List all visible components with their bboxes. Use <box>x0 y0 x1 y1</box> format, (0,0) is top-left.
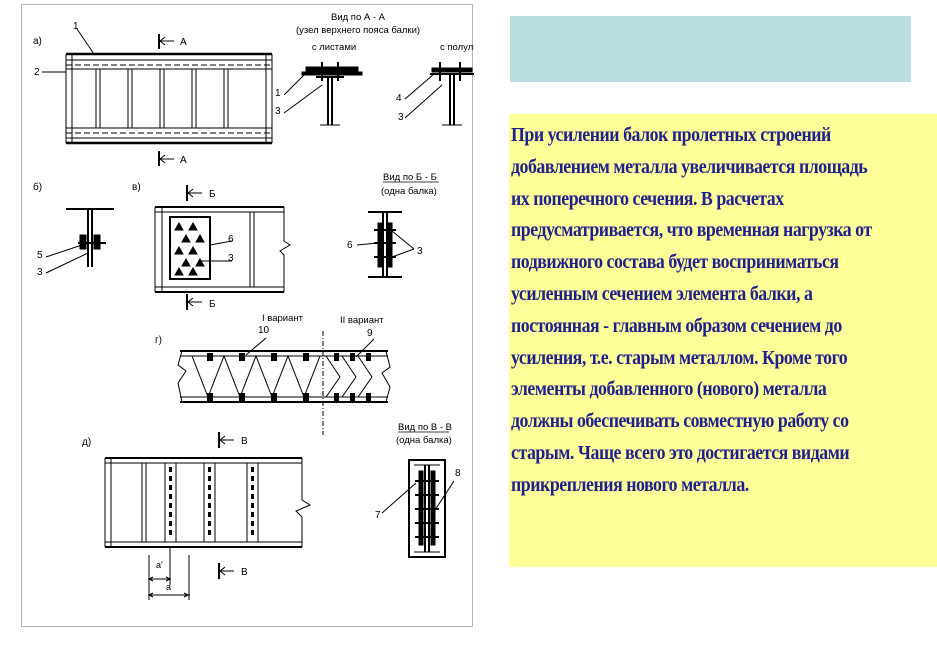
section-with-plates <box>283 62 363 126</box>
drawing-svg: а) 1 2 А А Вид по А - А (узел верхнего п… <box>33 12 474 600</box>
text-line: усиленным сечением элемента балки, а <box>511 282 813 305</box>
view-vv-subtitle: (одна балка) <box>396 435 452 446</box>
fig-g-truss <box>177 331 391 435</box>
explanation-text-box: При усилении балок пролетных строений до… <box>509 114 937 567</box>
fig-d-label: д) <box>82 437 91 448</box>
callout-1-aa: 1 <box>275 88 281 99</box>
fig-a-plan <box>42 28 273 145</box>
callout-2: 2 <box>34 67 40 78</box>
callout-6-bb: 6 <box>347 240 353 251</box>
text-line: усиления, т.е. старым металлом. Кроме то… <box>511 346 848 369</box>
callout-9: 9 <box>367 328 373 339</box>
callout-3-aa: 3 <box>275 106 281 117</box>
callout-4: 4 <box>396 93 402 104</box>
section-bb <box>356 211 415 278</box>
callout-7: 7 <box>375 510 381 521</box>
view-vv-title: Вид по В - В <box>398 422 452 433</box>
text-line: предусматривается, что временная нагрузк… <box>511 219 872 242</box>
explanation-text: При усилении балок пролетных строений до… <box>511 120 933 502</box>
text-line: должны обеспечивать совместную работу со <box>511 410 849 433</box>
fig-g-label: г) <box>155 335 162 346</box>
text-line: старым. Чаще всего это достигается видам… <box>511 441 850 464</box>
dim-a1: а' <box>156 560 163 570</box>
callout-1-a: 1 <box>73 21 79 32</box>
view-aa-subtitle: (узел верхнего пояса балки) <box>296 25 420 36</box>
cut-marks-v <box>218 432 234 579</box>
title-placeholder-box <box>510 16 911 82</box>
view-bb-subtitle: (одна балка) <box>381 186 437 197</box>
text-line: При усилении балок пролетных строений <box>511 124 831 146</box>
cut-v-bottom: В <box>241 567 248 578</box>
variant-2-label: II вариант <box>340 315 384 326</box>
cut-a-top: А <box>180 37 187 48</box>
text-line: подвижного состава будет восприниматься <box>511 251 839 274</box>
text-line: элементы добавленного (нового) металла <box>511 378 827 401</box>
dim-a: а <box>166 582 171 592</box>
cut-a-bottom: А <box>180 155 187 166</box>
callout-10: 10 <box>258 325 270 336</box>
fig-b-section <box>45 208 114 274</box>
fig-a-label: а) <box>33 36 42 47</box>
callout-6-v: 6 <box>228 234 234 245</box>
callout-3-aa2: 3 <box>398 112 404 123</box>
text-line: их поперечного сечения. В расчетах <box>511 187 784 210</box>
cut-b-top: Б <box>209 189 216 200</box>
cut-marks-b <box>186 185 202 310</box>
callout-3-b: 3 <box>37 267 43 278</box>
callout-3-v: 3 <box>228 253 234 264</box>
cut-marks-a <box>158 34 174 166</box>
callout-8: 8 <box>455 468 461 479</box>
section-with-semi-plates <box>404 62 474 126</box>
view-aa-title: Вид по А - А <box>331 12 386 23</box>
reinforcement-drawing: а) 1 2 А А Вид по А - А (узел верхнего п… <box>21 4 474 627</box>
text-line: постоянная - главным образом сечением до <box>511 314 842 337</box>
text-line: добавлением металла увеличивается площад… <box>511 155 868 178</box>
fig-v-label: в) <box>132 182 141 193</box>
callout-3-bb: 3 <box>417 246 423 257</box>
callout-5: 5 <box>37 250 43 261</box>
cut-v-top: В <box>241 436 248 447</box>
fig-b-label: б) <box>33 181 42 193</box>
cut-b-bottom: Б <box>209 299 216 310</box>
fig-v-plan <box>154 206 291 293</box>
text-line: прикрепления нового металла. <box>511 473 749 496</box>
with-plates-label: с листами <box>312 42 356 53</box>
fig-d-plan <box>104 457 312 600</box>
with-semi-plates-label: с полулистами <box>440 42 474 53</box>
view-bb-title: Вид по Б - Б <box>383 172 437 183</box>
variant-1-label: I вариант <box>262 313 304 324</box>
section-vv <box>381 459 455 558</box>
